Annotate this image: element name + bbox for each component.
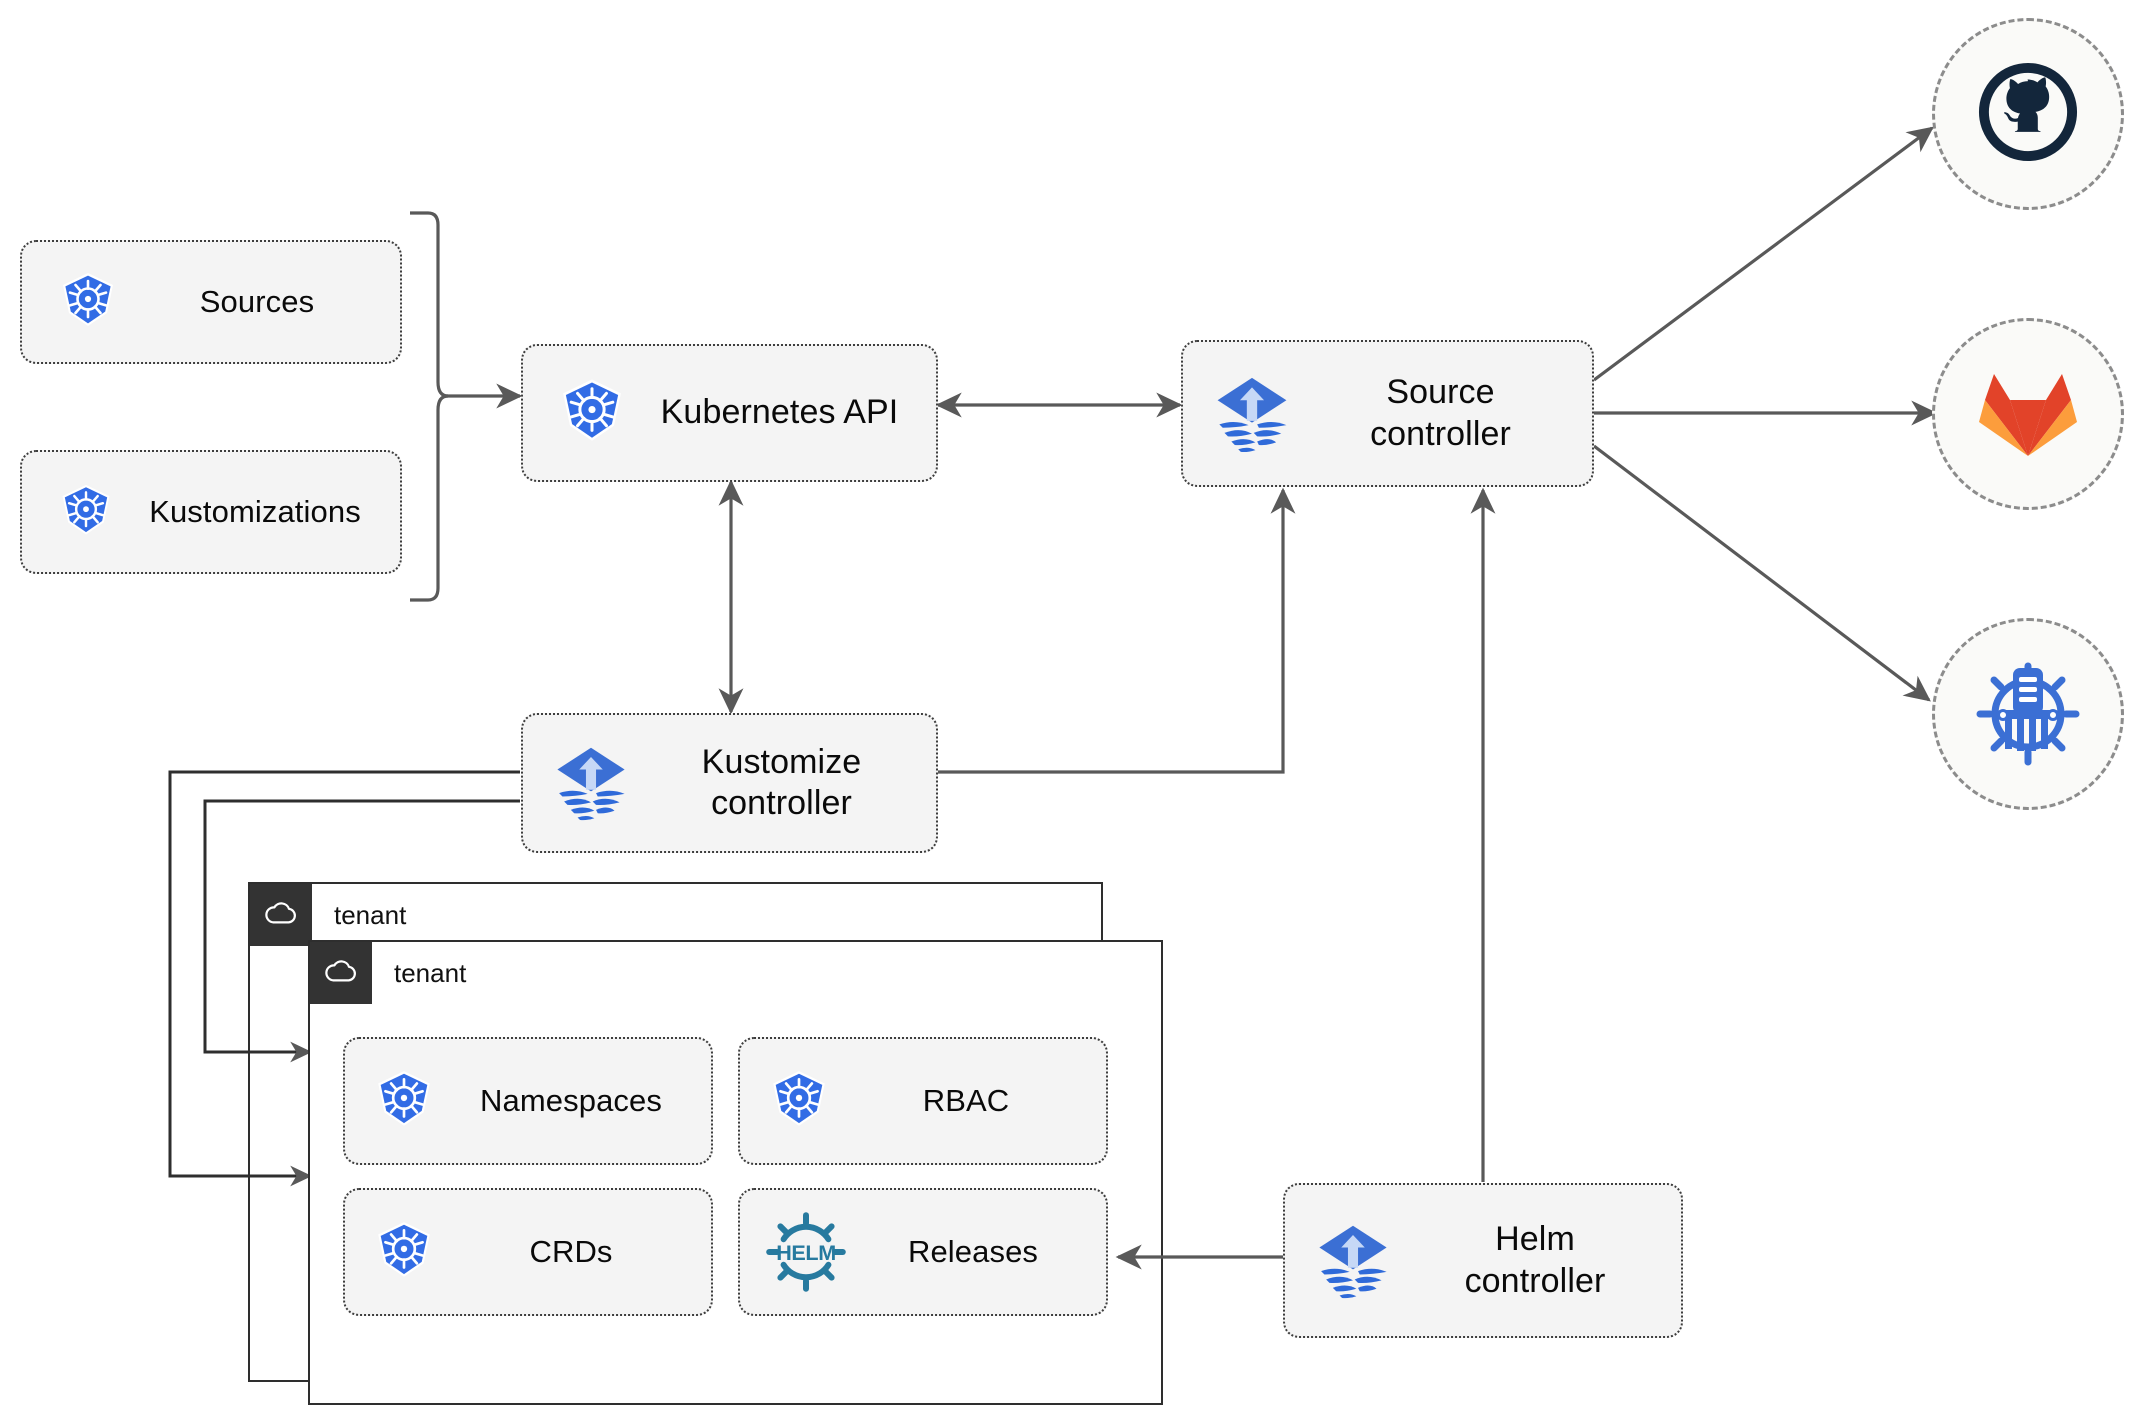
edge-source-controller-to-helm-repository (1593, 444, 1931, 702)
node-kubernetes-api[interactable]: Kubernetes API (521, 344, 938, 482)
resource-card-sources[interactable]: Sources (20, 240, 402, 364)
kubernetes-icon (766, 1068, 832, 1134)
gitlab-icon (1976, 362, 2080, 467)
flux-icon (1209, 371, 1295, 457)
helm-repository-icon (1972, 656, 2084, 773)
kubernetes-icon (371, 1219, 437, 1285)
node-label: Kustomize controller (701, 742, 862, 822)
tenant-resource-label: CRDs (529, 1234, 613, 1270)
kubernetes-icon (56, 482, 116, 542)
node-helm-controller[interactable]: Helm controller (1283, 1183, 1683, 1338)
flux-icon (1311, 1219, 1395, 1303)
github-icon (1974, 58, 2082, 171)
tenant-resource-label: RBAC (922, 1083, 1010, 1119)
cloud-icon (264, 900, 298, 931)
tenant-resource-label: Namespaces (480, 1083, 662, 1119)
svg-text:HELM: HELM (776, 1240, 836, 1265)
node-label: Kubernetes API (660, 393, 899, 432)
tenant-resource-namespaces[interactable]: Namespaces (343, 1037, 713, 1165)
tenant-resource-rbac[interactable]: RBAC (738, 1037, 1108, 1165)
tenant-tab-1 (250, 884, 312, 946)
flux-icon (549, 741, 633, 825)
kubernetes-icon (56, 270, 120, 334)
node-source-controller[interactable]: Source controller (1181, 340, 1594, 487)
tenant-label-1: tenant (334, 899, 407, 930)
resources-brace (410, 211, 449, 602)
tenant-resource-label: Releases (907, 1234, 1039, 1270)
provider-helm-repository[interactable] (1932, 618, 2124, 810)
tenant-resource-crds[interactable]: CRDs (343, 1188, 713, 1316)
node-label: Source controller (1370, 373, 1511, 453)
tenant-label-2: tenant (394, 957, 467, 988)
edge-kustomize-to-source-controller (938, 487, 1296, 774)
tenant-tab-2 (310, 942, 372, 1004)
kubernetes-icon (555, 376, 629, 450)
kubernetes-icon (371, 1068, 437, 1134)
resource-card-label: Kustomizations (149, 494, 361, 530)
provider-gitlab[interactable] (1932, 318, 2124, 510)
resource-card-kustomizations[interactable]: Kustomizations (20, 450, 402, 574)
helm-icon: HELM (766, 1212, 846, 1292)
tenant-resource-releases[interactable]: HELM Releases (738, 1188, 1108, 1316)
provider-github[interactable] (1932, 18, 2124, 210)
edge-source-controller-to-github (1593, 126, 1934, 382)
node-kustomize-controller[interactable]: Kustomize controller (521, 713, 938, 853)
resource-card-label: Sources (199, 284, 315, 320)
tenant-container-2[interactable]: tenant (308, 940, 1163, 1405)
cloud-icon (324, 958, 358, 989)
node-label: Helm controller (1464, 1220, 1606, 1300)
